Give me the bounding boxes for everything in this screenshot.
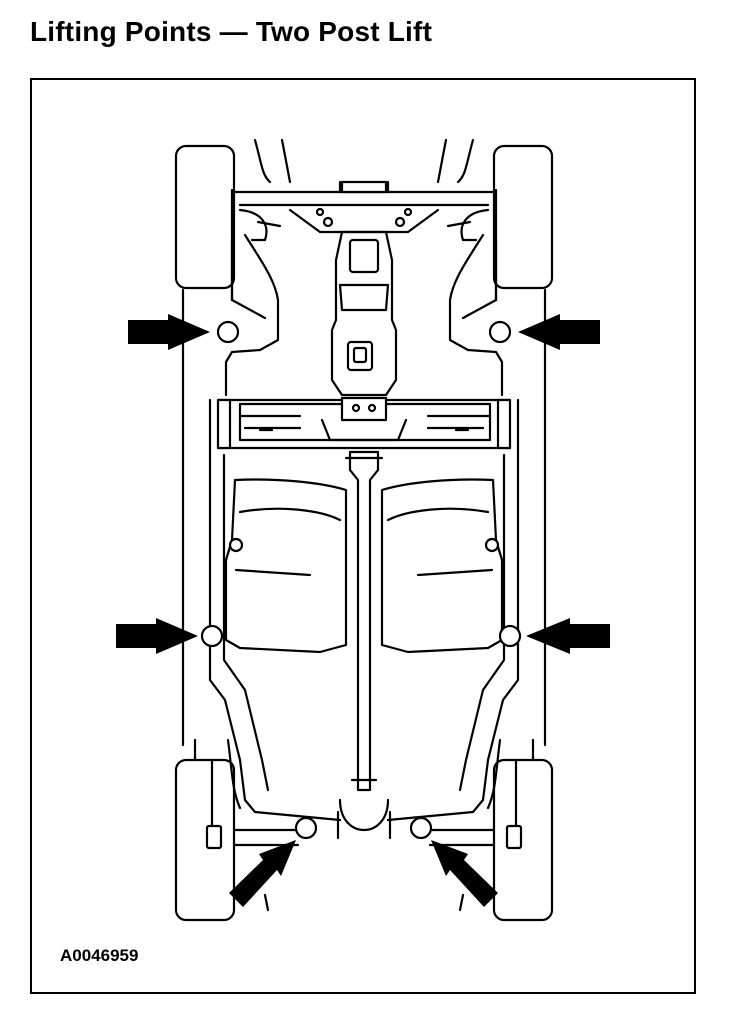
frame-rails [208,398,520,822]
diagram-title: Lifting Points — Two Post Lift [30,16,433,47]
arrow-middle-right [526,618,610,654]
rear-left-tire [174,758,236,922]
rear-right-tire [492,758,554,922]
body-outline [181,188,547,762]
front-suspension [230,138,498,242]
front-left-tire [174,144,236,290]
arrow-front-left [128,314,210,350]
transmission [330,230,398,397]
arrow-rear-right [431,840,498,907]
arrow-middle-left [116,618,198,654]
lift-point-rear-left [294,816,318,840]
driveshaft [336,450,392,840]
front-subframe [224,233,504,397]
lift-point-front-right [488,320,512,344]
lift-point-front-left [216,320,240,344]
fuel-tanks [224,478,504,654]
crossmember [216,396,512,450]
lift-point-rear-right [409,816,433,840]
lift-point-middle-left [200,624,224,648]
lift-point-arrows [116,314,610,907]
arrow-front-right [518,314,600,350]
arrow-rear-left [229,840,296,907]
diagram-frame [30,78,696,994]
lift-point-middle-right [498,624,522,648]
front-right-tire [492,144,554,290]
lift-points [200,320,522,840]
reference-code: A0046959 [60,946,139,965]
